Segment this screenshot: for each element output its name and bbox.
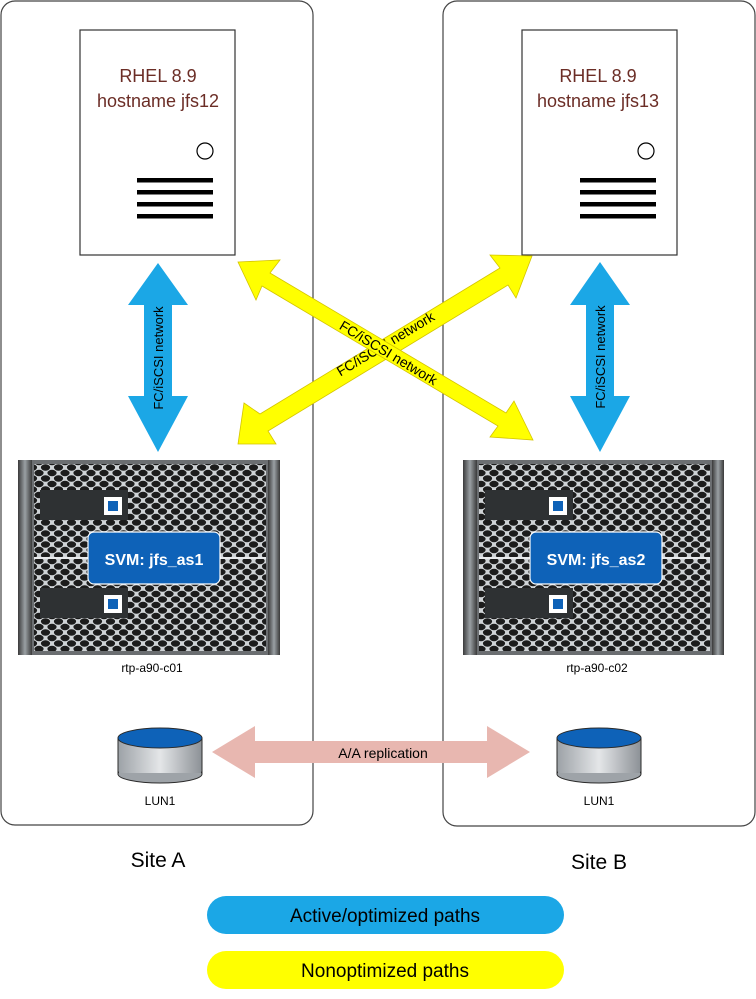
host-a-power-icon (196, 142, 214, 160)
host-b-power-icon (637, 142, 655, 160)
lun-icon-a (117, 727, 203, 784)
network-label-a: FC/iSCSI network (151, 306, 166, 410)
site-b-label: Site B (571, 851, 627, 874)
svm-a-label: SVM: jfs_as1 (105, 552, 204, 569)
svm-b-label: SVM: jfs_as2 (547, 552, 646, 569)
storage-b-name: rtp-a90-c02 (566, 661, 628, 675)
storage-a-name: rtp-a90-c01 (121, 661, 183, 675)
host-a-os: RHEL 8.9 (119, 66, 196, 86)
lun-a-label: LUN1 (145, 794, 176, 808)
site-a-label: Site A (131, 849, 186, 872)
network-label-b: FC/iSCSI network (593, 305, 608, 409)
host-b-os: RHEL 8.9 (559, 66, 636, 86)
host-b-hostname: hostname jfs13 (537, 91, 659, 111)
host-a-hostname: hostname jfs12 (97, 91, 219, 111)
storage-array-a: SVM: jfs_as1 (18, 460, 280, 655)
host-a-vent-icon (137, 178, 213, 219)
lun-icon-b (556, 727, 642, 784)
active-path-arrow-b: FC/iSCSI network (570, 262, 630, 452)
active-path-arrow-a: FC/iSCSI network (128, 263, 188, 452)
replication-arrow: A/A replication (212, 726, 530, 778)
legend-nonoptimized-label: Nonoptimized paths (301, 961, 469, 982)
legend-nonoptimized: Nonoptimized paths (207, 951, 564, 989)
storage-array-b: SVM: jfs_as2 (463, 460, 724, 655)
replication-label: A/A replication (338, 745, 428, 761)
host-server-a: RHEL 8.9 hostname jfs12 (79, 29, 236, 256)
lun-b-label: LUN1 (584, 794, 615, 808)
host-b-vent-icon (580, 178, 656, 219)
host-server-b: RHEL 8.9 hostname jfs13 (521, 29, 678, 256)
legend-active: Active/optimized paths (207, 896, 564, 934)
legend-active-label: Active/optimized paths (290, 906, 480, 927)
